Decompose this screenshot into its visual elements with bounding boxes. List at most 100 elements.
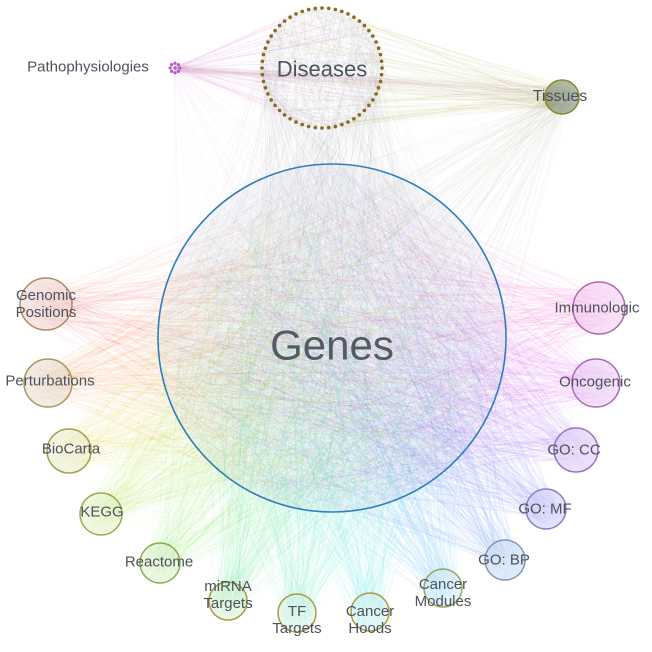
diseases-ring-dot [282,19,287,23]
edge-bundles [24,5,620,629]
node-tissues[interactable] [544,79,580,115]
diseases-ring-dot [273,28,277,33]
diseases-ring-dot [282,113,287,117]
node-mirna-targets[interactable] [208,581,248,621]
node-perturbations[interactable] [23,358,73,408]
node-reactome[interactable] [139,542,181,584]
diseases-ring-dot [371,98,375,102]
bundle-oncogenic-to-genes [167,171,616,496]
diseases-ring-dot [340,122,344,127]
diseases-ring-dot [273,103,277,108]
node-cancer-modules[interactable] [423,568,463,608]
bundle-tissues-to-genes [164,83,577,496]
diseases-ring-dot [333,7,338,12]
bundle-cancer-modules-to-genes [169,167,487,604]
node-tf-targets[interactable] [277,593,317,633]
diseases-ring-dot [352,117,356,121]
star-dot [176,69,180,73]
diseases-ring-dot [306,124,311,129]
bundle-immunologic-to-genes [160,170,620,503]
bundle-genomic-positions-to-genes [24,182,496,506]
diseases-ring-dot [378,79,383,84]
star-dot [178,66,182,70]
diseases-ring-dot [346,12,350,16]
diseases-ring-dot [300,122,305,127]
diseases-ring-dot [306,7,311,12]
diseases-ring-dot [357,19,362,23]
diseases-ring-dot [277,108,282,113]
diseases-ring-dot [320,126,324,130]
node-diseases[interactable] [260,6,384,130]
bundle-biocarta-to-genes [50,169,501,498]
diseases-ring-dot [352,15,356,19]
star-dot [170,69,174,73]
bundle-perturbations-to-genes [27,179,488,507]
bundle-pathophysiologies-to-diseases [171,6,383,130]
diseases-ring-dot [340,9,344,14]
diseases-ring-dot [333,124,338,129]
node-cancer-hoods[interactable] [350,592,390,632]
node-genes[interactable] [157,163,507,513]
diseases-ring-dot [266,92,270,96]
diseases-ring-dot [313,125,318,130]
star-dot [176,63,180,67]
node-go-bp[interactable] [484,539,526,581]
node-kegg[interactable] [79,492,123,536]
bundle-tf-targets-to-genes [169,172,501,629]
diseases-ring-dot [374,92,378,96]
node-pathophysiologies[interactable] [168,61,182,75]
bundle-diseases-to-genes [160,5,499,508]
diseases-ring-dot [371,34,375,38]
diseases-ring-dot [269,98,274,102]
node-go-mf[interactable] [525,488,567,530]
bundle-pathophysiologies-to-tissues [171,64,576,112]
star-center-dot [173,66,177,70]
diseases-ring-dot [367,103,371,108]
diseases-ring-dot [362,23,367,28]
diseases-ring-dot [362,108,367,113]
bundle-tissues-to-diseases [259,7,576,131]
bundle-tissues-to-pathophysiologies [171,64,574,111]
star-dot [170,63,174,67]
diseases-ring-dot [294,12,298,16]
diseases-ring-dot [374,40,378,44]
diseases-ring-dot [261,52,266,57]
diseases-ring-dot [376,46,381,50]
diseases-ring-dot [266,40,270,44]
diseases-ring-dot [357,113,362,117]
bundle-cancer-hoods-to-genes [169,170,498,627]
star-dot [168,66,172,70]
diseases-ring-dot [367,28,371,33]
node-immunologic[interactable] [572,281,626,335]
bundle-mirna-targets-to-genes [167,170,489,617]
bundle-reactome-to-genes [143,168,500,580]
diseases-ring-dot [261,79,266,84]
bundle-go-bp-to-genes [173,169,522,577]
diseases-ring-dot [380,66,384,70]
diseases-ring-dot [260,66,264,70]
star-dot [173,61,177,65]
diseases-ring-dot [288,117,292,121]
diseases-ring-dot [269,34,274,38]
diseases-ring-dot [260,59,265,64]
diseases-ring-dot [346,120,350,124]
node-go-cc[interactable] [553,427,599,473]
diseases-ring-dot [326,125,331,130]
bundle-kegg-to-genes [83,171,493,532]
diseases-ring-dot [277,23,282,28]
diseases-ring-dot [379,59,384,64]
node-oncogenic[interactable] [571,358,621,408]
diseases-ring-dot [376,86,381,90]
nodes [19,6,626,633]
diseases-ring-dot [326,6,331,11]
node-biocarta[interactable] [46,428,92,474]
diseases-ring-dot [313,6,318,11]
diseases-ring-dot [300,9,305,14]
diseases-ring-dot [294,120,298,124]
node-genomic-positions[interactable] [19,277,73,331]
diseases-ring-dot [320,6,324,10]
diseases-ring-dot [378,52,383,57]
bundle-go-cc-to-genes [166,167,594,506]
